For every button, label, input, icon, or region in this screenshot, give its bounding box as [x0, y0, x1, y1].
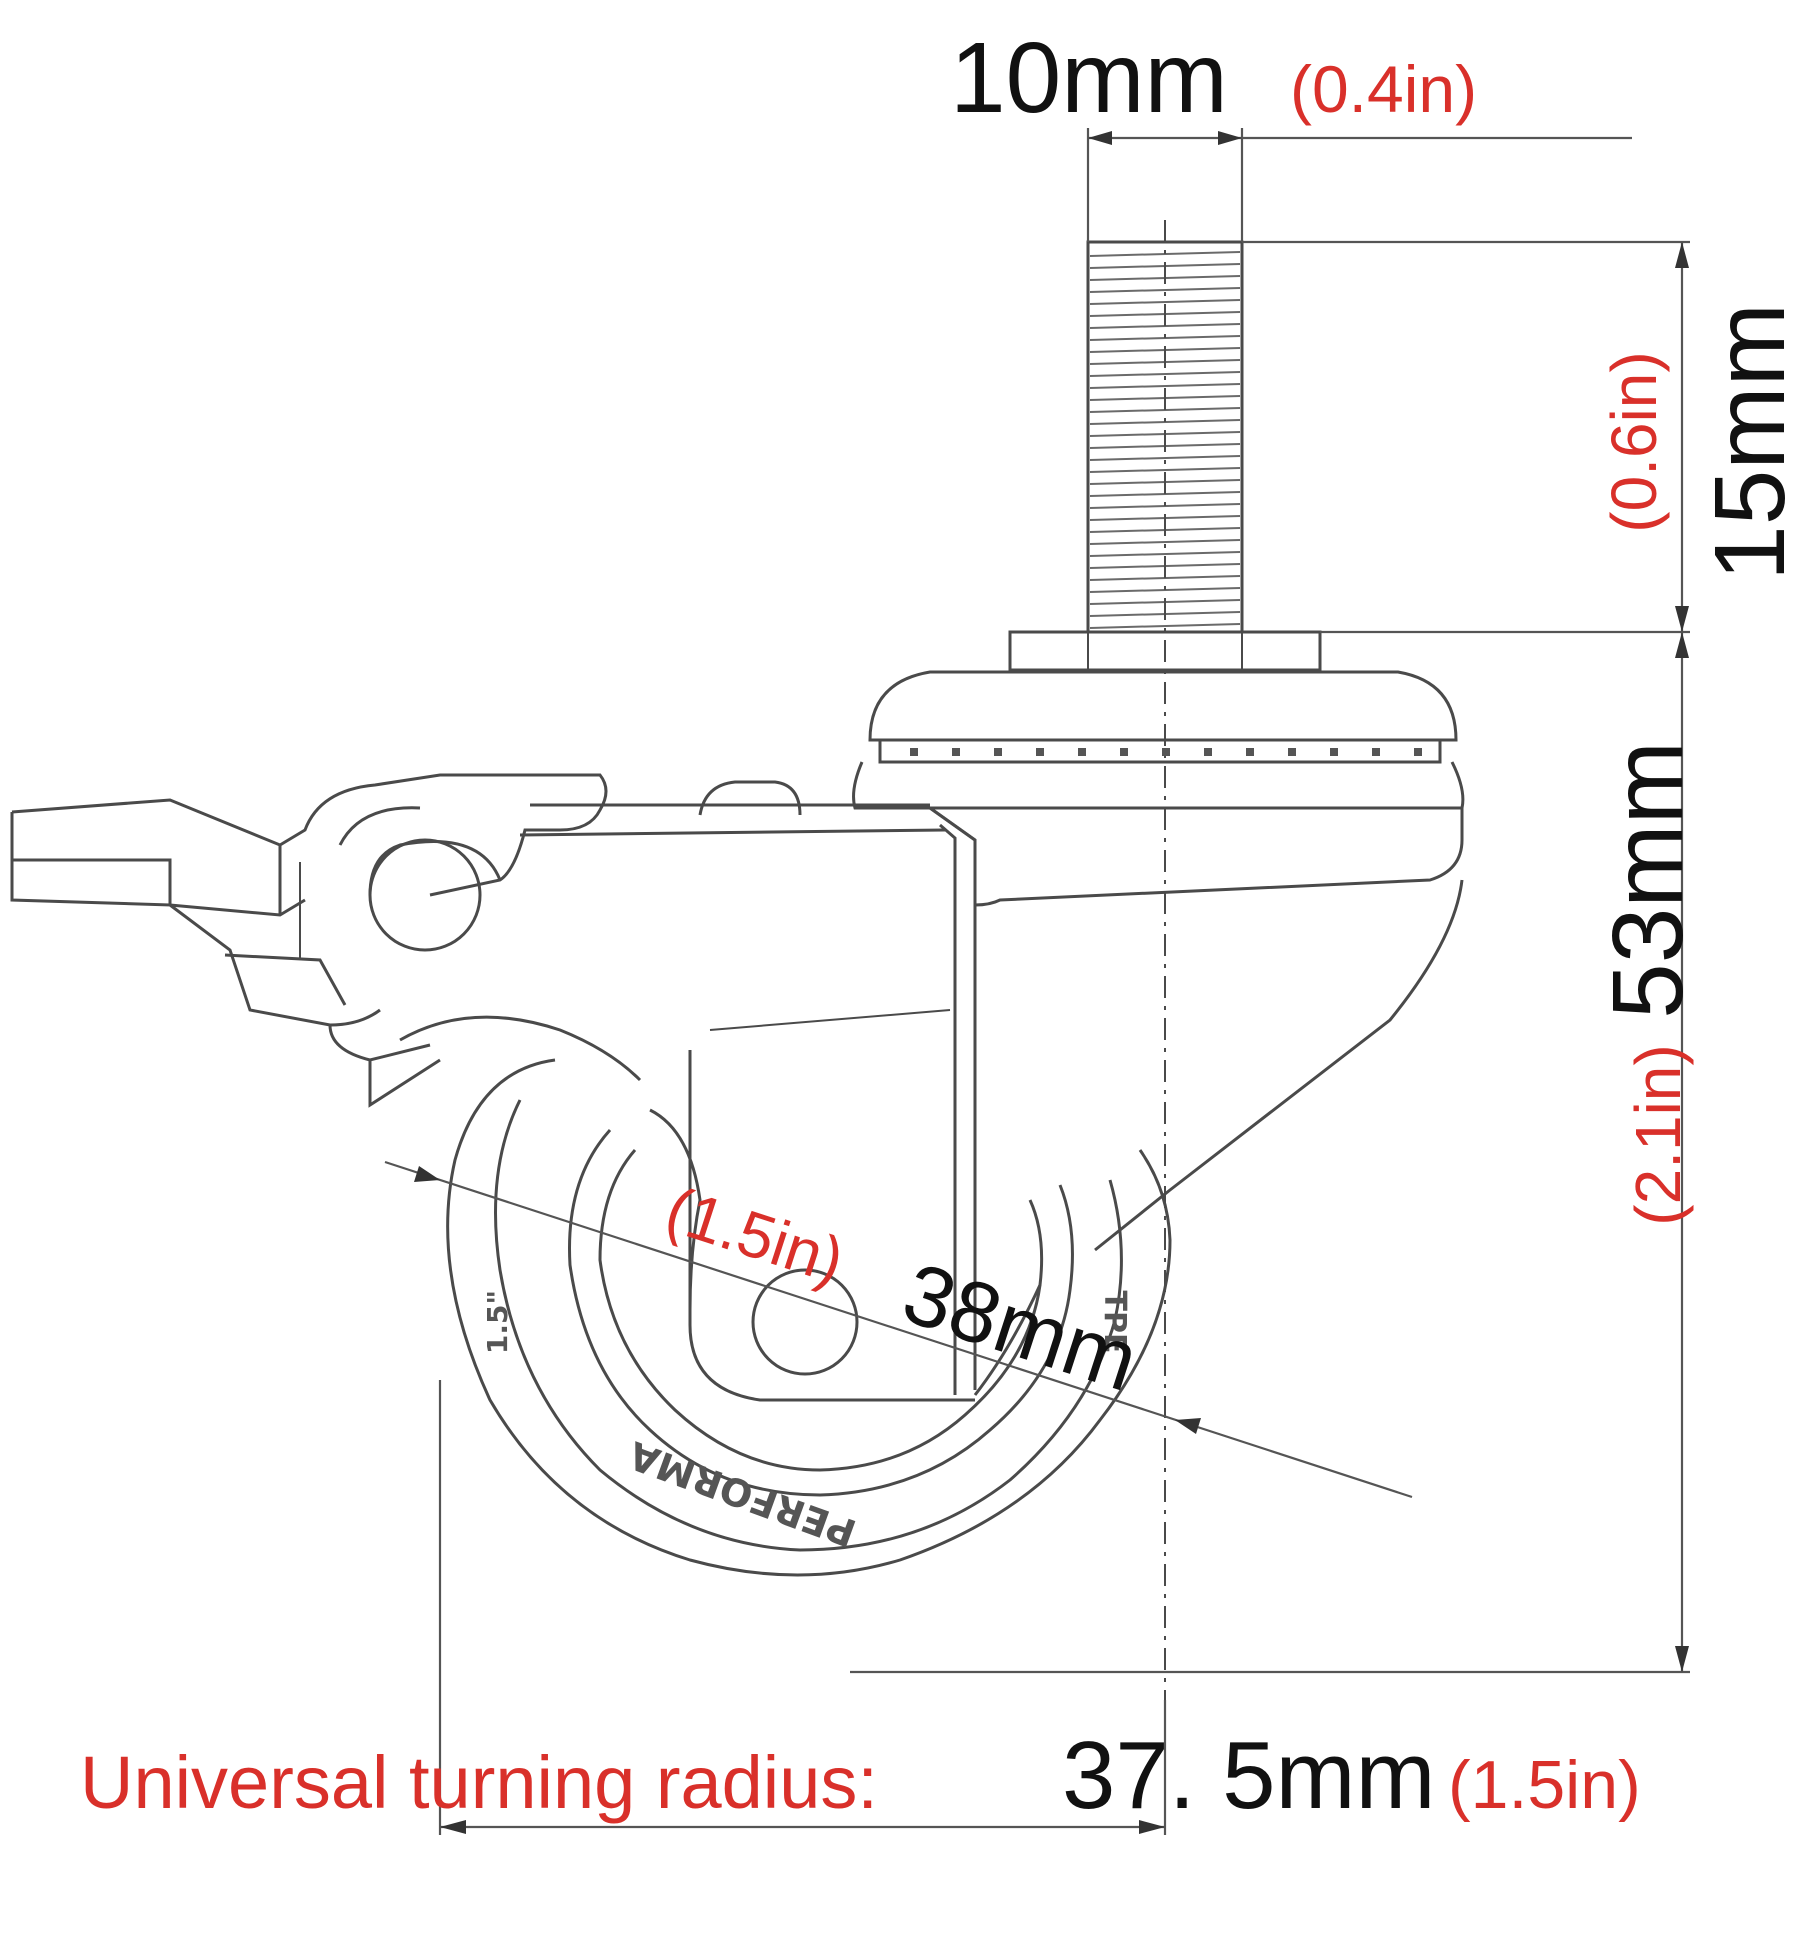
thread-line: [1089, 623, 1241, 629]
bearing-dot: [994, 748, 1002, 756]
thread-line: [1089, 539, 1241, 545]
thread-line: [1089, 299, 1241, 305]
bearing-dot: [1036, 748, 1044, 756]
bearing-dot: [1120, 748, 1128, 756]
wheel-size-marking: 1.5": [481, 1290, 514, 1354]
thread-diameter-metric: 10mm: [950, 22, 1228, 134]
bearing-dot: [910, 748, 918, 756]
thread-line: [1089, 287, 1241, 293]
brake-pedal: [10, 773, 802, 1108]
thread-diameter-dimension: 10mm (0.4in): [950, 22, 1632, 242]
turning-radius-dimension: Universal turning radius: 37. 5mm (1.5in…: [80, 1380, 1641, 1835]
bearing-dot: [1078, 748, 1086, 756]
wheel-diameter-imperial: (1.5in): [658, 1173, 853, 1298]
thread-length-dimension: 15mm (0.6in): [1242, 240, 1798, 634]
bearing-dot: [952, 748, 960, 756]
thread-line: [1089, 551, 1241, 557]
threaded-stem: [1086, 220, 1244, 1700]
swivel-head: [852, 630, 1465, 810]
turning-radius-label: Universal turning radius:: [80, 1741, 878, 1824]
bearing-dot: [1288, 748, 1296, 756]
turning-radius-imperial: (1.5in): [1448, 1747, 1641, 1823]
height-metric: 53mm: [1592, 741, 1704, 1019]
bearing-dot: [1414, 748, 1422, 756]
wheel-diameter-metric: 38mm: [892, 1245, 1149, 1410]
bearing-dot: [1204, 748, 1212, 756]
turning-radius-metric: 37. 5mm: [1062, 1722, 1435, 1829]
thread-line: [1089, 383, 1241, 389]
bearing-dot: [1330, 748, 1338, 756]
thread-diameter-imperial: (0.4in): [1290, 52, 1477, 126]
thread-line: [1089, 371, 1241, 377]
thread-length-imperial: (0.6in): [1598, 351, 1670, 532]
height-imperial: (2.1in): [1622, 1044, 1694, 1225]
thread-length-metric: 15mm: [1694, 303, 1798, 581]
bearing-dot: [1372, 748, 1380, 756]
bearing-dot: [1246, 748, 1254, 756]
bearing-dots: [910, 748, 1422, 756]
height-dimension: 53mm (2.1in): [850, 632, 1704, 1674]
fork-bracket: [399, 803, 1464, 1402]
wheel-type-marking: TPE: [1097, 1291, 1132, 1354]
thread-line: [1089, 455, 1241, 461]
thread-line: [1089, 467, 1241, 473]
bearing-dot: [1162, 748, 1170, 756]
wheel-diameter-dimension: (1.5in) 38mm: [384, 1160, 1413, 1499]
